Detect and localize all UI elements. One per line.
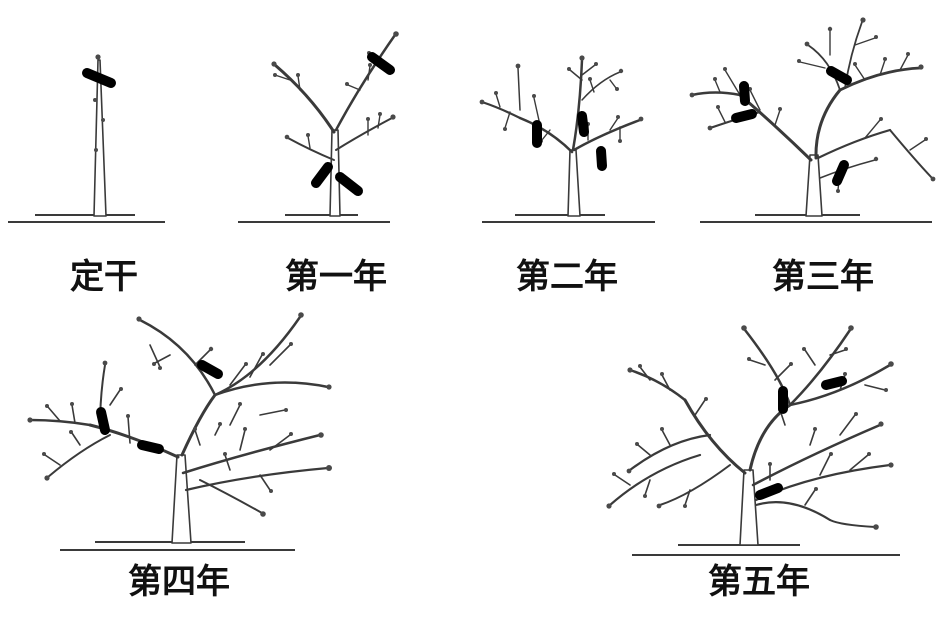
tree-drawing-stage-4	[27, 312, 332, 551]
tree-drawing-stage-3	[689, 17, 936, 223]
branches	[273, 33, 397, 161]
tree-drawing-stage-5	[606, 325, 900, 556]
tree-panel-stage-5: 第五年	[590, 305, 940, 620]
tree-drawing-stage-0	[8, 54, 165, 223]
trunk	[171, 454, 192, 544]
tree-panel-stage-0: 定干	[0, 0, 200, 300]
stage-caption: 定干	[70, 257, 138, 297]
cut-mark	[755, 483, 783, 500]
trunk	[567, 149, 581, 217]
stage-caption: 第一年	[285, 257, 387, 297]
cut-mark	[739, 81, 750, 106]
tree-panel-stage-1: 第一年	[230, 0, 430, 300]
trunk	[805, 154, 823, 217]
trunk	[93, 59, 107, 217]
branches	[28, 315, 330, 514]
branches	[480, 58, 642, 154]
cut-mark	[826, 66, 852, 85]
buds	[479, 55, 644, 143]
buds	[689, 17, 936, 193]
cut-mark	[137, 440, 164, 454]
tree-drawing-stage-2	[479, 55, 655, 223]
cut-mark	[596, 146, 607, 171]
cut-mark	[311, 162, 333, 188]
buds	[271, 31, 399, 140]
buds	[606, 325, 894, 530]
buds	[27, 312, 332, 517]
stage-caption: 第五年	[708, 562, 810, 602]
cut-mark	[577, 111, 589, 137]
cut-mark	[197, 360, 223, 379]
cut-mark	[82, 68, 116, 88]
cut-mark	[832, 160, 849, 186]
tree-panel-stage-2: 第二年	[470, 0, 680, 300]
stage-caption: 第二年	[516, 257, 618, 297]
tree-panel-stage-3: 第三年	[680, 0, 945, 300]
stage-caption: 第三年	[772, 257, 874, 297]
cut-mark	[821, 376, 847, 390]
trunk	[739, 469, 759, 546]
cut-mark	[96, 407, 110, 435]
cut-mark	[367, 52, 395, 75]
tree-panel-stage-4: 第四年	[0, 305, 360, 620]
stage-caption: 第四年	[128, 562, 230, 602]
cut-mark	[731, 109, 757, 123]
tree-drawing-stage-1	[238, 31, 399, 223]
cut-mark	[335, 172, 363, 196]
